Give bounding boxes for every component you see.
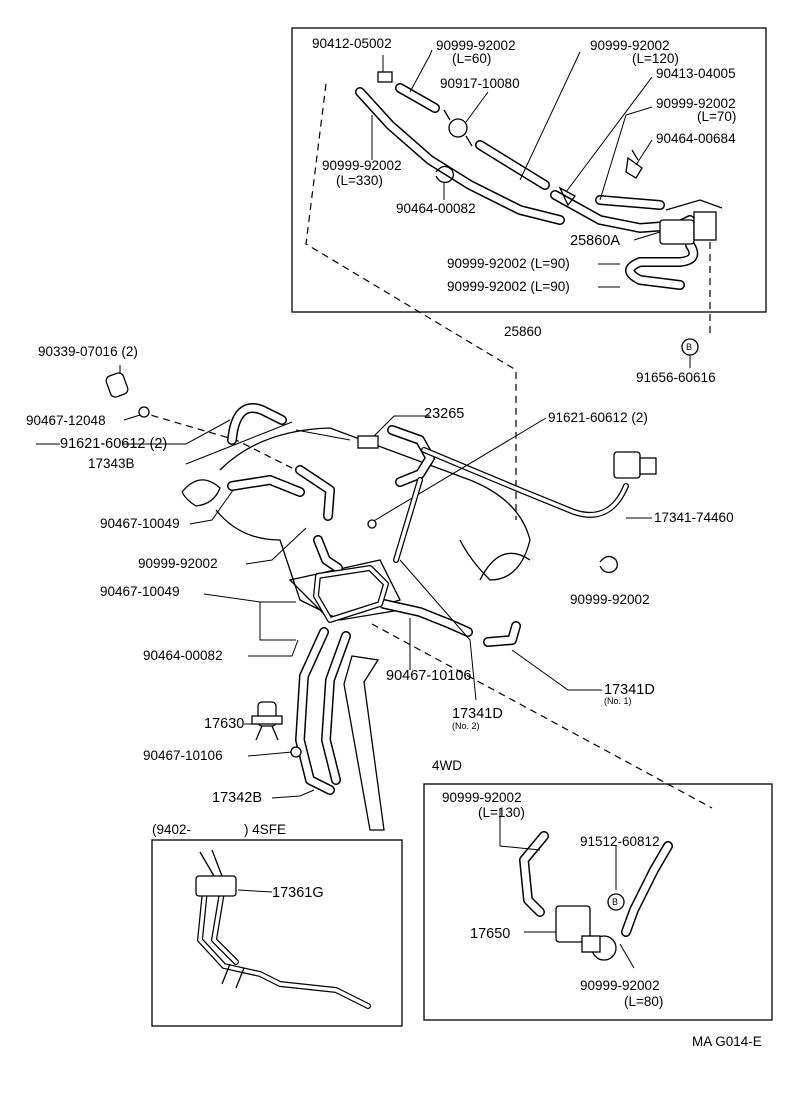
direction-arrow-icon — [343, 655, 385, 831]
label-90412-05002: 90412-05002 — [312, 36, 392, 51]
pipe-17341-74460 — [421, 447, 657, 518]
label-90999-92002-4wd-l130: 90999-92002 — [442, 790, 522, 805]
label-91621-60612-text: 91621-60612 (2) — [548, 410, 648, 425]
clamp-90467-10106-b — [290, 746, 302, 758]
label-91656-60616: 91656-60616 — [636, 370, 716, 385]
four-wd-box — [423, 783, 773, 1021]
title-4sfe-right: ) 4SFE — [244, 822, 286, 837]
four-sfe-box — [151, 839, 403, 1027]
leader-90467-10106-b — [247, 751, 293, 757]
leader-17342b — [271, 789, 315, 799]
engine-outline — [181, 427, 531, 621]
label-17361g: 90467-10106 — [386, 668, 471, 684]
leader-90467-10106-a — [248, 639, 299, 657]
clamp-90467-12048 — [138, 406, 150, 418]
label-90339-07016: 90339-07016 (2) — [38, 344, 138, 359]
sensor-17630 — [251, 701, 283, 741]
marker-b-top-text: B — [686, 342, 692, 352]
label-90999-92002-l330-sub: (L=330) — [336, 173, 383, 188]
leader-17341d-no2 — [399, 559, 477, 701]
label-17341d-no2-sub: (No. 2) — [452, 721, 480, 731]
label-25860a: 25860A — [570, 233, 620, 249]
assembly-number-25860: 25860 — [504, 324, 542, 339]
cap-90339-07016 — [105, 365, 129, 398]
label-17650: 17650 — [470, 926, 510, 942]
clip-90464-00082 — [599, 555, 618, 574]
label-90467-12048: 90467-12048 — [26, 413, 106, 428]
label-90999-92002-l80-sub: (L=80) — [624, 994, 663, 1009]
leader-17343b — [36, 419, 231, 445]
label-90999-92002-4wd-l130-sub: (L=130) — [478, 805, 525, 820]
label-90999-92002-l70: 90999-92002 — [656, 96, 736, 111]
label-90917-10080: 90917-10080 — [440, 76, 520, 91]
label-90999-92002-l80: 90999-92002 — [580, 978, 660, 993]
label-17342b: 17342B — [212, 790, 262, 806]
label-90999-92002-l60: 90999-92002 — [436, 38, 516, 53]
vsv-assembly-box — [291, 27, 767, 313]
leader-91621-60612 — [371, 417, 547, 523]
label-23265: 23265 — [424, 406, 464, 422]
label-17341d-no1: 17341D — [604, 682, 655, 698]
label-90999-92002-l60-sub: (L=60) — [452, 51, 491, 66]
label-90999-92002-l160: 90467-10049 — [100, 584, 180, 599]
label-90464-00082-mid: 90999-92002 — [570, 592, 650, 607]
diagram-code: MA G014-E — [692, 1034, 762, 1049]
label-90999-92002-l130: 90467-10049 — [100, 516, 180, 531]
leader-90467-10049-b — [245, 527, 307, 565]
bolt-marker-b-4wd: B — [607, 893, 625, 911]
label-90999-92002-l70-sub: (L=70) — [697, 109, 736, 124]
label-17343b: 91621-60612 (2) — [60, 436, 167, 452]
label-90413-04005: 90413-04005 — [656, 66, 736, 81]
label-17341d-no2: 17341D — [452, 706, 503, 722]
label-17361g-sfe: 17361G — [272, 885, 324, 901]
title-4wd: 4WD — [432, 758, 462, 773]
leader-90467-10049-a — [185, 421, 293, 465]
leader-90999-92002-l160-b — [259, 602, 296, 641]
guide-line-assembly — [305, 83, 517, 520]
label-90999-92002-l330: 90999-92002 — [322, 158, 402, 173]
label-17341d-no1-sub: (No. 1) — [604, 696, 632, 706]
leader-23265-hose — [295, 429, 351, 441]
bolt-91621-60612 — [367, 519, 377, 529]
title-4sfe-left: (9402- — [152, 822, 191, 837]
label-90464-00082-top: 90464-00082 — [396, 201, 476, 216]
label-90467-10106-b: 90467-10106 — [143, 748, 223, 763]
part-23265 — [357, 415, 430, 449]
label-90467-10049-b: 90999-92002 — [138, 556, 218, 571]
label-90999-92002-l120: 90999-92002 — [590, 38, 670, 53]
leader-90999-92002-l160 — [203, 593, 296, 603]
pipe-17361g — [313, 565, 389, 623]
leader-17341d-no1 — [511, 649, 602, 691]
leader-90999-92002-l130 — [189, 485, 237, 525]
marker-b-4wd-text: B — [612, 897, 618, 907]
label-90999-92002-l90b: 90999-92002 (L=90) — [447, 279, 570, 294]
label-90464-00684: 90464-00684 — [656, 131, 736, 146]
label-90999-92002-l90a: 90999-92002 (L=90) — [447, 256, 570, 271]
label-17630: 17630 — [204, 716, 244, 732]
label-91512-60812: 91512-60812 — [580, 834, 660, 849]
hose-17341d-no2-inner — [394, 478, 422, 562]
label-90467-10049-a: 17343B — [88, 456, 135, 471]
label-17341-74460: 17341-74460 — [654, 510, 734, 525]
leader-90467-12048 — [123, 414, 141, 421]
label-90467-10106-a: 90464-00082 — [143, 648, 223, 663]
bolt-marker-b-top: B — [681, 338, 699, 368]
guide-line-4wd — [371, 623, 713, 809]
label-90999-92002-l120-sub: (L=120) — [632, 51, 679, 66]
